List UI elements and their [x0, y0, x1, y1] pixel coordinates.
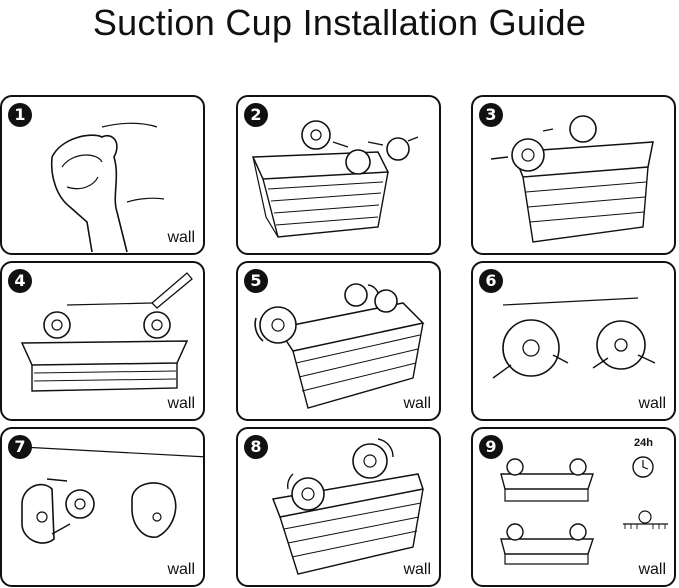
hand-wiping-icon [50, 122, 165, 253]
step-6-panel: 6 wall [471, 261, 676, 421]
step-9-panel: 9 24h wall [471, 427, 676, 587]
step-7-number: 7 [8, 435, 32, 459]
step-7-panel: 7 wall [0, 427, 205, 587]
step-3-number: 3 [479, 103, 503, 127]
step-4-wall-label: wall [167, 395, 195, 412]
basket-icon [254, 283, 425, 409]
step-1-panel: 1 wall [0, 95, 205, 255]
step-7-wall-label: wall [167, 561, 195, 578]
step-2-panel: 2 [236, 95, 441, 255]
page-title: Suction Cup Installation Guide [92, 2, 587, 43]
basket-icon [490, 115, 654, 243]
step-6-number: 6 [479, 269, 503, 293]
step-3-panel: 3 [471, 95, 676, 255]
basket-icon [251, 120, 419, 238]
step-9-time-label: 24h [634, 437, 653, 449]
basket-icon [271, 438, 424, 575]
clock-icon [500, 456, 668, 565]
suction-cup-icon [492, 297, 656, 379]
step-5-number: 5 [244, 269, 268, 293]
step-5-panel: 5 wall [236, 261, 441, 421]
step-8-wall-label: wall [403, 561, 431, 578]
step-5-wall-label: wall [403, 395, 431, 412]
step-9-number: 9 [479, 435, 503, 459]
step-1-number: 1 [8, 103, 32, 127]
step-4-panel: 4 wall [0, 261, 205, 421]
step-8-panel: 8 wall [236, 427, 441, 587]
step-1-wall-label: wall [167, 229, 195, 246]
step-4-number: 4 [8, 269, 32, 293]
pencil-icon [20, 272, 193, 392]
step-9-wall-label: wall [638, 561, 666, 578]
step-6-wall-label: wall [638, 395, 666, 412]
step-8-number: 8 [244, 435, 268, 459]
suction-cup-icon [21, 446, 203, 544]
step-2-number: 2 [244, 103, 268, 127]
